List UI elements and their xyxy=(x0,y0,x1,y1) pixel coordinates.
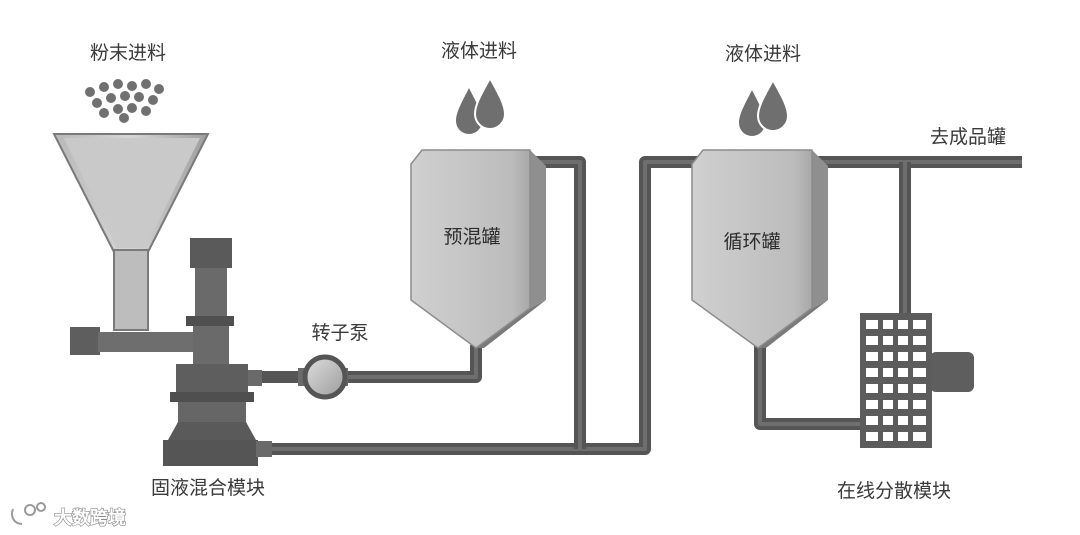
label-liquid-feed-1: 液体进料 xyxy=(441,40,517,62)
label-solid-liquid-module: 固液混合模块 xyxy=(151,477,265,499)
circulation-tank xyxy=(691,149,828,349)
liquid-droplet-icon-1 xyxy=(456,75,507,134)
pipe-circ-to-dispersion xyxy=(754,345,862,430)
watermark-text: 大数跨境 xyxy=(54,507,126,529)
pipe-premix-to-pump xyxy=(345,345,482,383)
label-inline-dispersion-module: 在线分散模块 xyxy=(837,480,951,502)
label-powder-feed: 粉末进料 xyxy=(90,42,166,64)
pipes xyxy=(250,156,1022,455)
watermark: 大数跨境 xyxy=(11,502,127,530)
powder-particles-icon xyxy=(85,79,164,123)
watermark-logo-icon xyxy=(11,502,46,525)
powder-hopper xyxy=(52,133,210,331)
solid-liquid-mixing-module xyxy=(70,238,272,466)
label-to-product-tank: 去成品罐 xyxy=(930,126,1006,148)
label-premix-tank: 预混罐 xyxy=(443,226,500,248)
label-liquid-feed-2: 液体进料 xyxy=(725,43,801,65)
label-rotor-pump: 转子泵 xyxy=(311,322,368,344)
label-circulation-tank: 循环罐 xyxy=(723,231,780,253)
rotor-pump xyxy=(298,354,348,400)
premix-tank xyxy=(410,149,546,349)
inline-dispersion-module xyxy=(860,313,974,448)
liquid-droplet-icon-2 xyxy=(739,77,790,136)
